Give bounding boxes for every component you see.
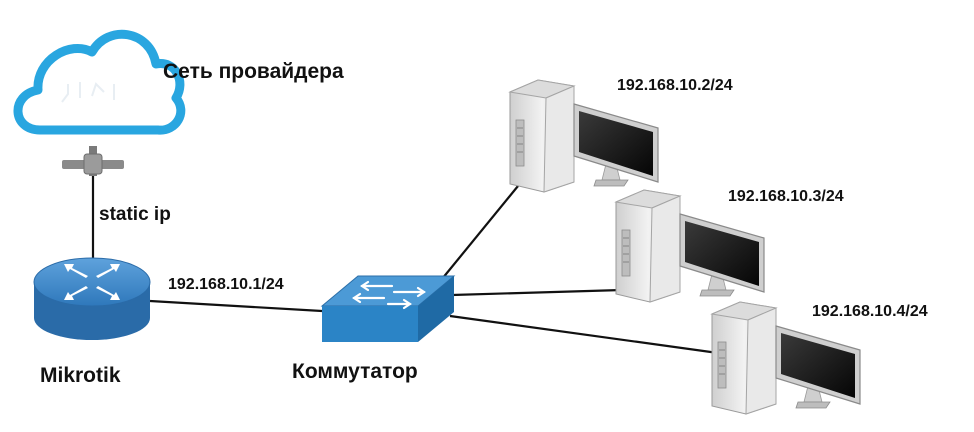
cloud-icon xyxy=(13,29,186,135)
links xyxy=(91,176,719,355)
desktop-computer-icon xyxy=(615,189,765,303)
provider-network-label: Сеть провайдера xyxy=(163,60,344,83)
link-switch-pc3 xyxy=(449,314,719,355)
router-name-label: Mikrotik xyxy=(40,364,121,387)
host-ip-label: 192.168.10.4/24 xyxy=(812,303,928,320)
link-switch-pc1 xyxy=(441,185,519,280)
link-switch-pc2 xyxy=(451,288,623,297)
router-icon xyxy=(33,257,151,340)
host-ip-label: 192.168.10.3/24 xyxy=(728,188,844,205)
switch-name-label: Коммутатор xyxy=(292,360,418,383)
host-ip-label: 192.168.10.2/24 xyxy=(617,77,733,94)
link-router-switch xyxy=(149,299,323,313)
uplink-connector-icon xyxy=(62,146,124,176)
desktop-computer-icon xyxy=(509,79,659,193)
switch-icon xyxy=(320,275,456,342)
uplink-label: static ip xyxy=(99,204,171,225)
router-ip-label: 192.168.10.1/24 xyxy=(168,276,284,293)
